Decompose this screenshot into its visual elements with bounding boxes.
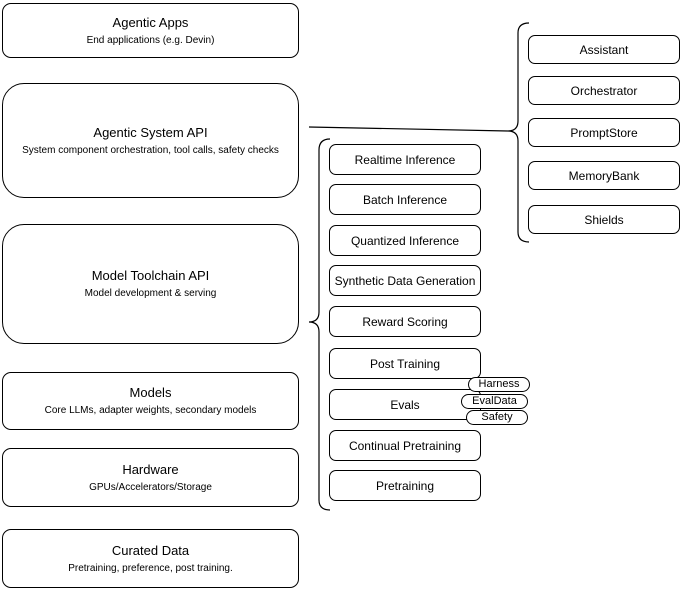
node-continual-pretraining: Continual Pretraining (329, 430, 481, 461)
node-agentic-system-api: Agentic System API System component orch… (2, 83, 299, 198)
node-agentic-apps: Agentic Apps End applications (e.g. Devi… (2, 3, 299, 58)
node-subtitle: Model development & serving (84, 288, 217, 299)
node-title: Agentic System API (93, 124, 208, 140)
node-batch-inference: Batch Inference (329, 184, 481, 215)
node-orchestrator: Orchestrator (528, 76, 680, 105)
agentic-system-api-connector-line (308, 126, 509, 132)
node-subtitle: Pretraining, preference, post training. (68, 562, 233, 574)
node-pretraining: Pretraining (329, 470, 481, 501)
node-quantized-inference: Quantized Inference (329, 225, 481, 256)
node-hardware: Hardware GPUs/Accelerators/Storage (2, 448, 299, 507)
node-model-toolchain-api: Model Toolchain API Model development & … (2, 224, 299, 344)
node-title: Hardware (122, 461, 179, 477)
node-evals: Evals (329, 389, 481, 420)
system-components-brace (507, 22, 530, 243)
node-curated-data: Curated Data Pretraining, preference, po… (2, 529, 299, 588)
node-subtitle: Core LLMs, adapter weights, secondary mo… (44, 405, 257, 416)
node-promptstore: PromptStore (528, 118, 680, 147)
node-title: Model Toolchain API (91, 268, 210, 283)
node-memorybank: MemoryBank (528, 161, 680, 190)
node-reward-scoring: Reward Scoring (329, 306, 481, 337)
node-synthetic-data-generation: Synthetic Data Generation (329, 265, 481, 296)
node-title: Models (129, 385, 172, 400)
node-models: Models Core LLMs, adapter weights, secon… (2, 372, 299, 430)
node-subtitle: System component orchestration, tool cal… (22, 144, 279, 156)
node-post-training: Post Training (329, 348, 481, 379)
node-assistant: Assistant (528, 35, 680, 64)
node-title: Agentic Apps (112, 14, 189, 30)
node-subtitle: End applications (e.g. Devin) (86, 34, 215, 46)
node-title: Curated Data (111, 542, 190, 558)
node-subtitle: GPUs/Accelerators/Storage (89, 481, 212, 493)
tag-harness: Harness (468, 377, 530, 392)
tag-safety: Safety (466, 410, 528, 425)
node-shields: Shields (528, 205, 680, 234)
node-realtime-inference: Realtime Inference (329, 144, 481, 175)
toolchain-components-brace (308, 138, 331, 511)
tag-evaldata: EvalData (461, 394, 528, 409)
